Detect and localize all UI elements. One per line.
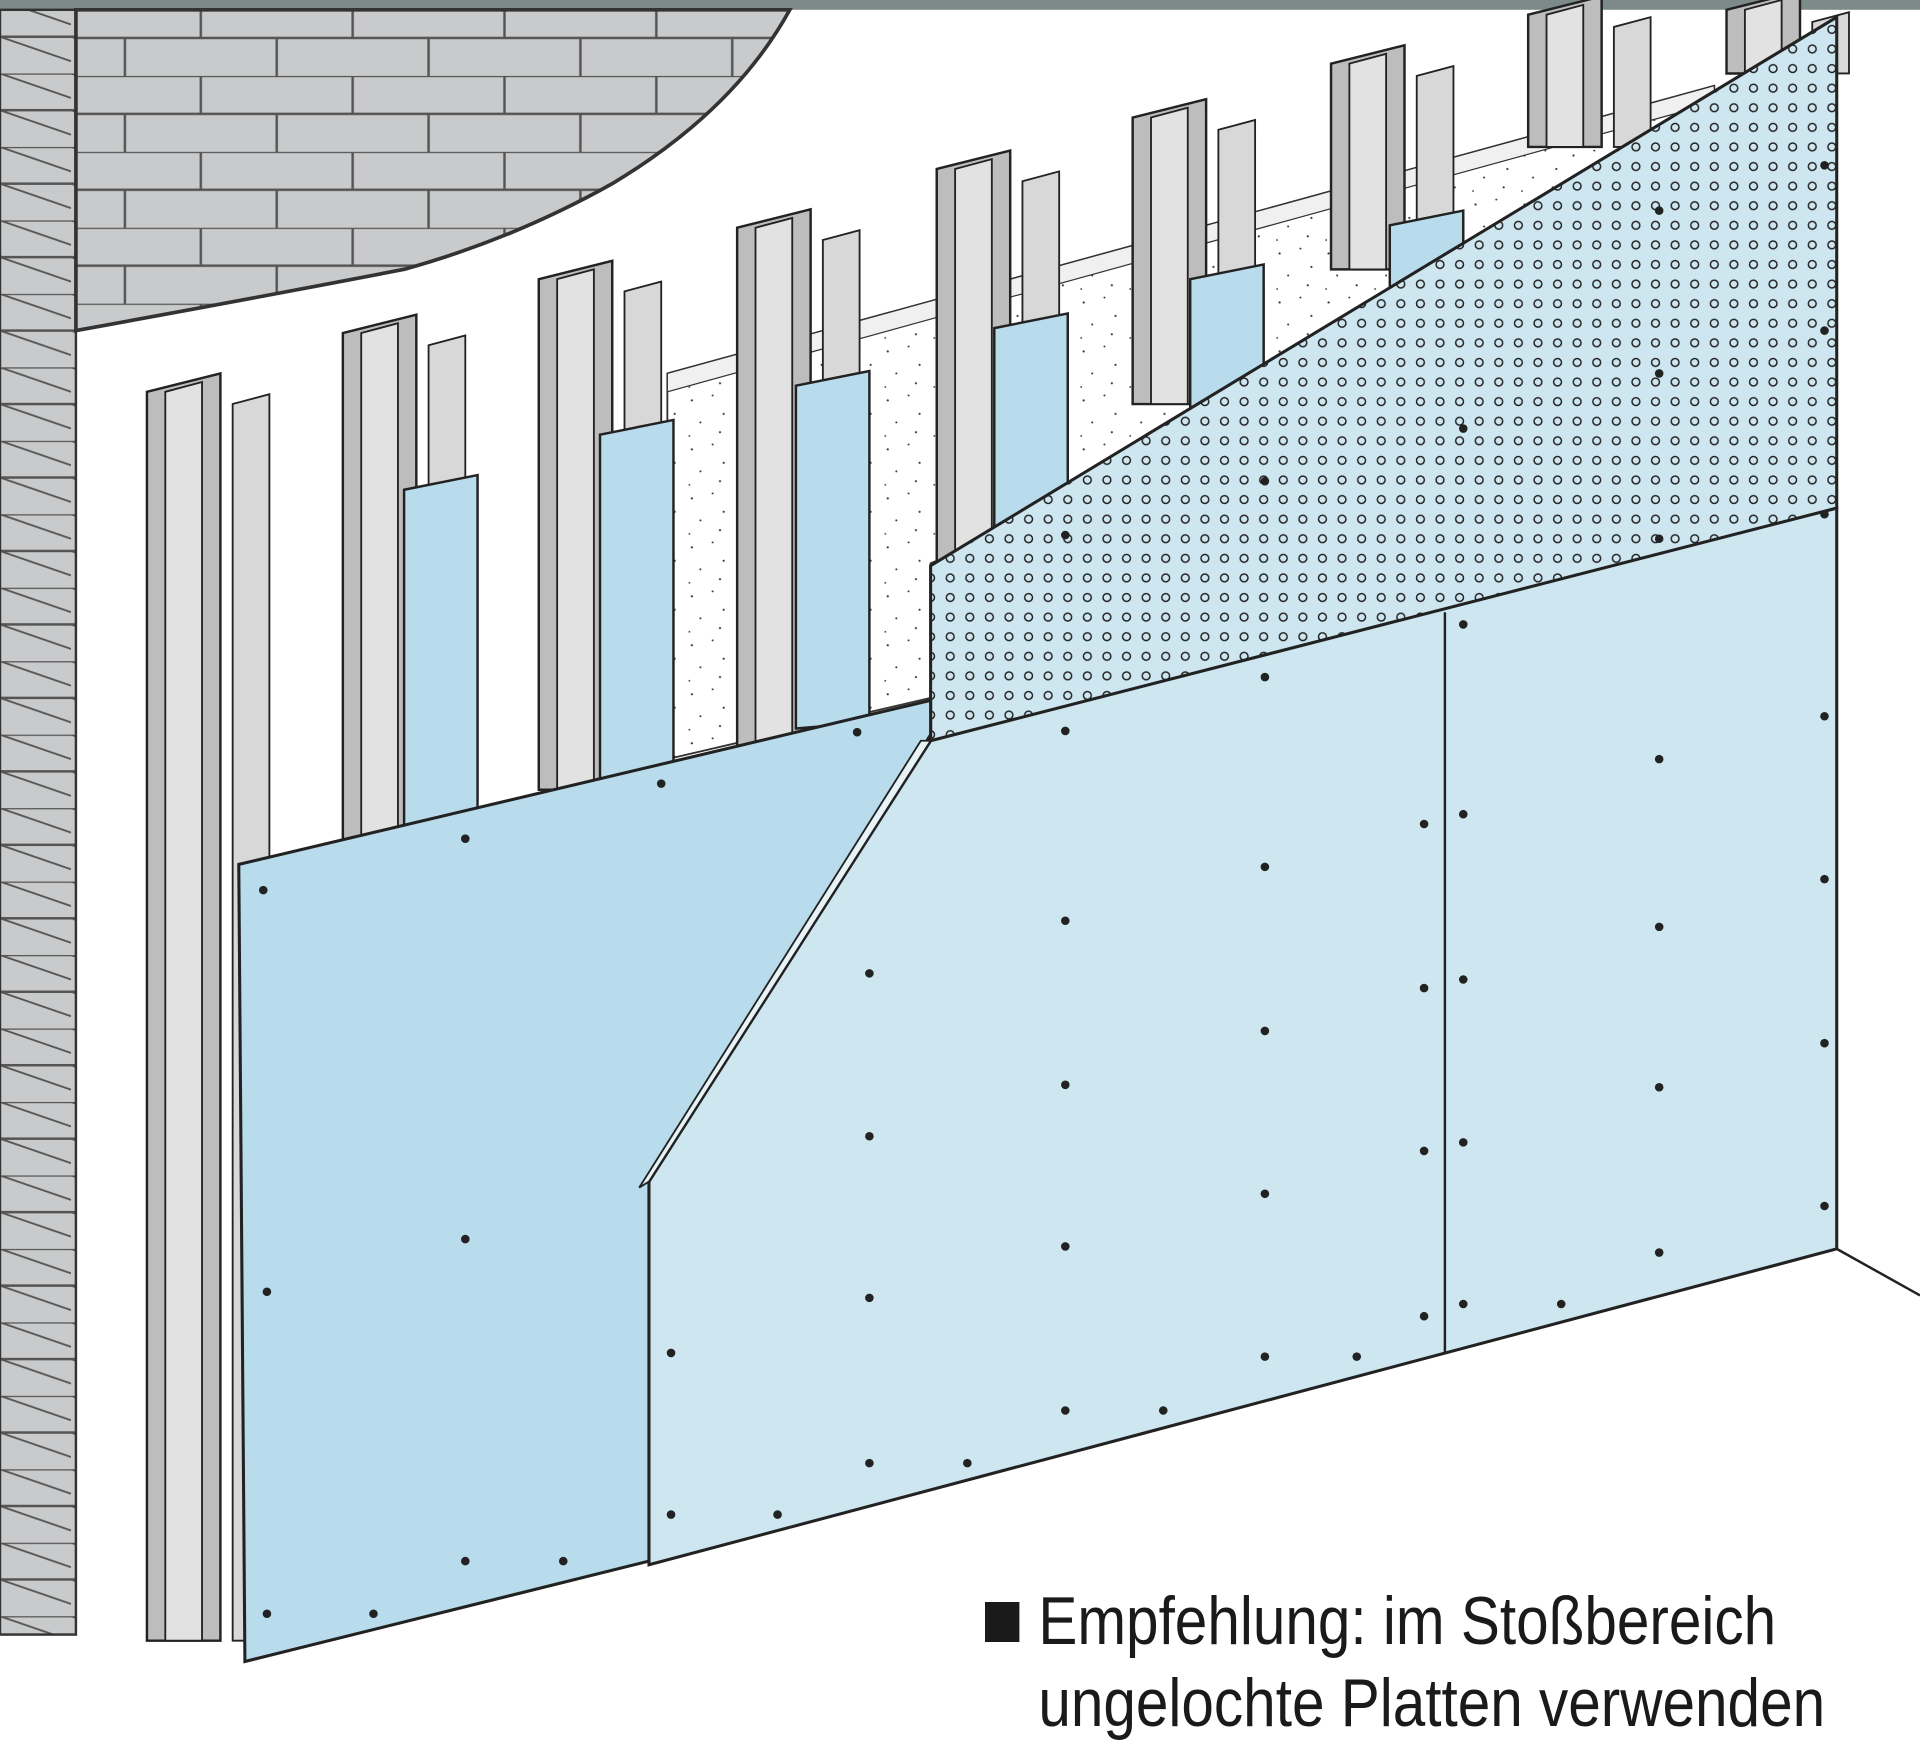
screw [773,1510,782,1519]
stud [341,313,467,847]
screw [1419,1146,1429,1156]
screw [852,727,862,737]
screw [1458,1138,1468,1147]
screw [1556,1299,1566,1309]
screw [865,1458,874,1468]
screw [1260,1189,1270,1199]
screw [1820,1201,1829,1211]
screw [1458,1299,1468,1309]
screw [369,1609,378,1619]
screw [1458,620,1468,629]
screw [1419,983,1429,993]
screw [963,1458,972,1468]
screw [262,1609,272,1619]
batten [598,418,675,785]
screw [1419,819,1429,829]
screw [1458,975,1468,984]
screw [1061,916,1070,926]
screw [1654,206,1664,215]
screw [1061,726,1070,736]
screw [666,1510,676,1519]
screw [262,1287,272,1297]
stud [1131,97,1257,406]
top-bar [0,0,1920,10]
screw [865,969,874,978]
screw [865,1131,874,1141]
screw [1458,809,1468,819]
floor-line [1836,1247,1920,1297]
screw [1260,862,1270,872]
screw [865,1293,874,1303]
screw [1654,1248,1664,1257]
screw [1158,1406,1168,1415]
brick-wall-left [0,8,78,1636]
screw [1260,672,1270,682]
screw [461,1234,470,1244]
screw [461,834,470,843]
caption-line-2: ungelochte Platten verwenden [1038,1665,1826,1741]
screw [258,885,268,895]
screw [656,779,666,788]
screw [1352,1352,1362,1361]
batten [794,369,871,730]
screw [1061,1080,1070,1090]
screws [258,161,1829,1619]
screw [1820,1038,1829,1048]
screw [1061,1242,1070,1251]
screw [1820,509,1829,519]
screw [1260,476,1270,486]
screw [1419,1311,1429,1321]
screw [1061,1406,1070,1415]
bullet-square-icon [985,1602,1020,1642]
caption: Empfehlung: im Stoßbereich ungelochte Pl… [985,1580,1825,1744]
stud [1526,0,1652,149]
board-front-right [638,506,1839,1567]
screw [461,1556,470,1566]
screw [1820,161,1829,170]
screw [1654,754,1664,764]
screw [1458,424,1468,433]
batten [402,473,479,828]
screw [1654,1082,1664,1092]
brick-wall-top [74,7,793,333]
screw [1820,326,1829,335]
screw [1820,711,1829,721]
stud [537,259,663,791]
screw [666,1348,676,1358]
screw [1260,1352,1270,1361]
screw [1820,874,1829,884]
screw [1654,922,1664,932]
screw [1654,534,1664,544]
screw [558,1556,568,1566]
screw [1061,530,1070,540]
caption-line-1: Empfehlung: im Stoßbereich [1038,1583,1777,1659]
screw [1260,1026,1270,1036]
screw [1654,369,1664,378]
